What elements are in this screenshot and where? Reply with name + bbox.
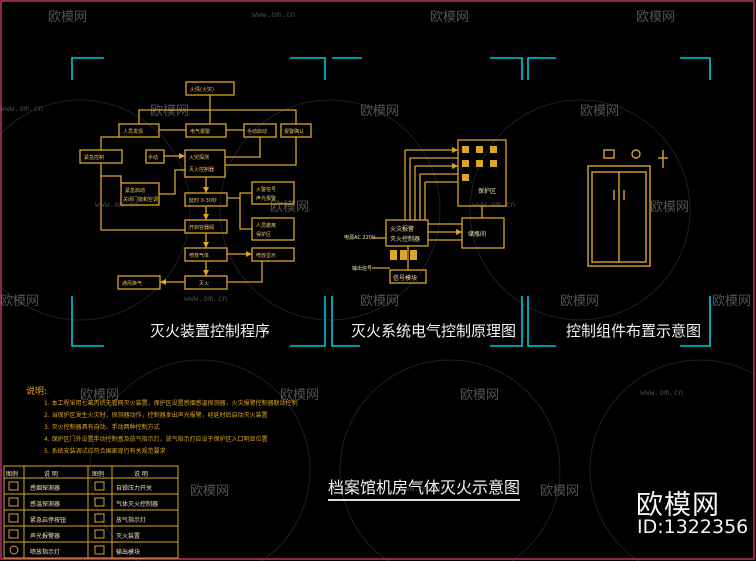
fc-controller: 火灾探测 <box>189 155 210 161</box>
notes-heading: 说明: <box>26 387 48 397</box>
fc-extinguish: 灭火 <box>199 281 210 287</box>
fc-people-evac: 人员撤离 <box>256 223 277 229</box>
panel-frames <box>71 57 711 347</box>
watermark-brand: 欧模网 <box>280 388 320 403</box>
legend-cell: 感温探测器 <box>30 501 61 508</box>
watermark-url: www.om.cn <box>252 10 296 19</box>
caption-electric-principle: 灭火系统电气控制原理图 <box>351 322 517 340</box>
legend-cell: 喷放指示灯 <box>30 549 61 556</box>
watermark-url: www.om.cn <box>184 294 228 303</box>
watermark-brand: 欧模网 <box>580 104 620 119</box>
watermark-brand: 欧模网 <box>360 294 400 309</box>
fc-ventilation: 通风换气 <box>122 281 143 287</box>
legend-header: 说 明 <box>134 471 148 478</box>
watermark-brand: 欧模网 <box>80 388 120 403</box>
watermark-url: www.om.cn <box>400 484 444 493</box>
watermark-brand: 欧模网 <box>712 294 752 309</box>
fc-release-indicator: 喷放显示 <box>256 253 277 259</box>
note-line: 1. 本工程采用七氟丙烷无管网灭火装置，保护区设置感烟感温探测器，火灾报警控制器… <box>44 400 298 407</box>
watermark-url: www.om.cn <box>95 200 139 209</box>
legend-cell: 感烟探测器 <box>30 485 61 492</box>
door-drawing <box>587 149 668 267</box>
watermark-brand: 欧模网 <box>650 200 690 215</box>
legend-cell: 气体灭火控制器 <box>116 501 159 508</box>
legend-cell: 输出模块 <box>116 549 141 556</box>
fc-left-b1: 紧急启动 <box>125 188 146 194</box>
legend-symbols <box>8 481 105 555</box>
drawing-title: 档案馆机房气体灭火示意图 <box>328 474 521 501</box>
watermark-brand: 欧模网 <box>636 10 676 25</box>
watermark-url: www.om.cn <box>472 200 516 209</box>
caption-component-layout: 控制组件布置示意图 <box>566 322 702 340</box>
watermark-brand: 欧模网 <box>150 104 190 119</box>
watermark-url: www.om.cn <box>0 104 44 113</box>
watermark-brand: 欧模网 <box>190 484 230 499</box>
fc-box-a: 手动启动 <box>247 129 268 135</box>
el-signal-in: 输出信号 <box>352 266 373 272</box>
el-storage: 储瓶间 <box>468 231 487 238</box>
el-power: 电源AC 220V <box>344 235 376 241</box>
brand-id: ID:1322356 <box>637 516 749 538</box>
legend-header: 说 明 <box>44 471 58 478</box>
fc-left-b2: 关闭门窗和空调 <box>123 197 159 203</box>
legend-cell: 自锁压力开关 <box>116 485 153 492</box>
flowchart-arrows <box>160 153 252 285</box>
fc-delay: 延时 0-30秒 <box>189 198 217 204</box>
fc-open-valve: 开启容器阀 <box>189 225 215 231</box>
legend-cell: 紧急启停按钮 <box>30 517 67 524</box>
legend-cell: 灭火装置 <box>116 533 141 540</box>
note-line: 3. 灭火控制器具有自动、手动两种控制方式 <box>44 424 160 431</box>
legend-cell: 声光报警器 <box>30 533 61 540</box>
watermark-brand: 欧模网 <box>460 388 500 403</box>
fc-fire: 火情(火灾) <box>190 87 214 93</box>
fc-electric-alarm: 电气报警 <box>190 129 211 135</box>
watermark-brand: 欧模网 <box>48 10 88 25</box>
note-line: 2. 当保护区发生火灾时，探测器动作，控制器发出声光报警，经延时后启动灭火装置 <box>44 412 268 419</box>
fc-manual: 手动 <box>148 155 159 161</box>
el-zone: 保护区 <box>478 188 497 195</box>
watermark-brand: 欧模网 <box>430 10 470 25</box>
watermark-arcs <box>0 99 756 561</box>
fc-box-b: 报警确认 <box>284 129 305 135</box>
watermark-brand: 欧模网 <box>360 104 400 119</box>
electric-symbols <box>390 146 497 260</box>
electric-lines <box>372 139 507 284</box>
legend-header: 图例 <box>6 471 19 478</box>
fc-controller2: 灭火控制器 <box>189 167 215 173</box>
brand-logo-text: 欧模网 <box>636 490 720 521</box>
legend-table-grid <box>3 465 179 559</box>
fc-fire-alarm2: 声光报警 <box>256 196 277 202</box>
fc-left-a: 紧急控制 <box>84 155 105 161</box>
note-line: 5. 系统安装调试应符合国家现行有关规范要求 <box>44 448 166 455</box>
watermark-brand: 欧模网 <box>560 294 600 309</box>
fc-people-evac2: 保护区 <box>256 232 272 238</box>
el-controller2: 灭火控制器 <box>390 236 421 243</box>
fc-gas-release: 喷放气体 <box>189 253 210 259</box>
watermark-url: www.om.cn <box>640 388 684 397</box>
fc-fire-alarm: 火警信号 <box>256 187 277 193</box>
fc-personnel: 人员发现 <box>123 129 144 135</box>
note-line: 4. 保护区门外设置手动控制盒及放气指示灯，放气指示灯应设于保护区入口明显位置 <box>44 436 268 443</box>
watermark-brand: 欧模网 <box>0 294 40 309</box>
watermark-brand: 欧模网 <box>270 200 310 215</box>
legend-cell: 放气指示灯 <box>116 517 147 524</box>
watermark-brand: 欧模网 <box>540 484 580 499</box>
caption-control-program: 灭火装置控制程序 <box>150 322 271 340</box>
legend-header: 图例 <box>92 471 105 478</box>
el-signal: 信号模块 <box>393 275 418 282</box>
el-controller1: 火灾报警 <box>390 226 415 233</box>
